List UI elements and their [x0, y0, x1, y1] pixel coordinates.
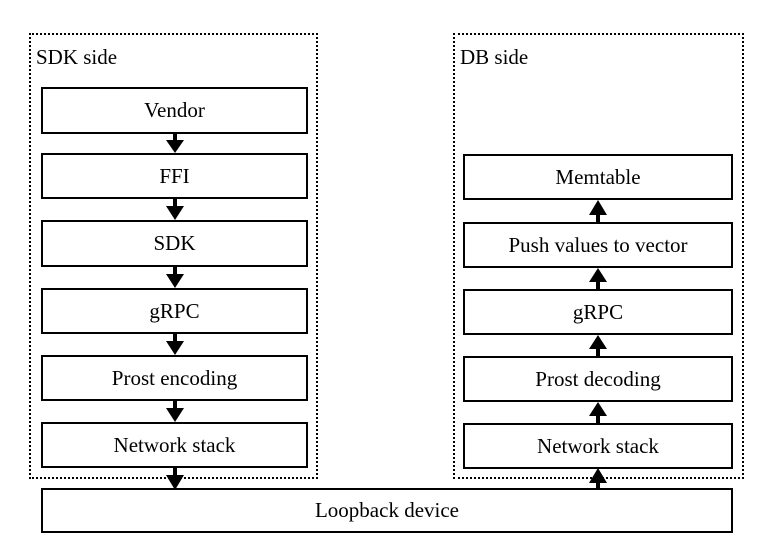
panel-db-side-label: DB side	[460, 45, 529, 69]
node-label: SDK	[153, 231, 196, 255]
arrow-db-push-values-to-memtable	[587, 200, 609, 222]
node-sdk-vendor: Vendor	[41, 87, 308, 134]
arrow-db-grpc-to-push-values	[587, 268, 609, 289]
node-sdk-sdk: SDK	[41, 220, 308, 267]
node-label: Prost encoding	[111, 365, 238, 390]
node-db-grpc: gRPC	[463, 289, 733, 335]
node-label: Prost decoding	[535, 366, 661, 391]
node-sdk-ffi: FFI	[41, 153, 308, 199]
arrow-sdk-vendor-to-ffi	[164, 134, 186, 153]
arrow-sdk-network-stack-to-loopback	[164, 468, 186, 490]
node-label: gRPC	[572, 299, 624, 324]
node-label: FFI	[159, 163, 190, 188]
arrow-db-prost-decoding-to-grpc	[587, 335, 609, 356]
node-db-memtable: Memtable	[463, 154, 733, 200]
node-label: gRPC	[149, 298, 200, 323]
arrow-sdk-sdk-to-grpc	[164, 267, 186, 288]
node-sdk-network-stack: Network stack	[41, 422, 308, 468]
node-db-push-values-to-vector: Push values to vector	[463, 222, 733, 268]
node-loopback-device: Loopback device	[41, 488, 733, 533]
node-label: Network stack	[113, 432, 236, 457]
node-label: Loopback device	[314, 498, 460, 522]
arrow-sdk-grpc-to-prost-encoding	[164, 334, 186, 355]
panel-sdk-side-label: SDK side	[36, 45, 118, 69]
node-label: Memtable	[555, 164, 641, 189]
node-label: Network stack	[537, 433, 659, 458]
node-label: Push values to vector	[508, 232, 688, 257]
arrow-sdk-ffi-to-sdk	[164, 199, 186, 220]
node-sdk-grpc: gRPC	[41, 288, 308, 334]
node-sdk-prost-encoding: Prost encoding	[41, 355, 308, 401]
node-db-network-stack: Network stack	[463, 423, 733, 469]
node-db-prost-decoding: Prost decoding	[463, 356, 733, 402]
arrow-db-network-stack-to-prost-decoding	[587, 402, 609, 423]
arrow-sdk-prost-encoding-to-network-stack	[164, 401, 186, 422]
arrow-loopback-to-db-network-stack	[587, 468, 609, 490]
node-label: Vendor	[144, 98, 205, 122]
